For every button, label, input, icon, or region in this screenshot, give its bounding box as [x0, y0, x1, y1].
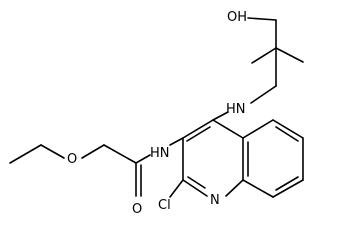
label-o-carbonyl: O — [132, 202, 142, 217]
bond-o-ch2 — [40, 144, 65, 159]
label-n-ring: N — [210, 193, 220, 208]
bond-ch2-o — [81, 144, 105, 159]
bond-c4-c3 — [182, 119, 214, 139]
bond-c4-c4a — [212, 119, 244, 139]
bond-benz-1 — [242, 119, 274, 139]
bond-nh-co — [135, 154, 151, 164]
label-oh: OH — [227, 10, 247, 25]
ethoxyacetamide-chain — [9, 137, 184, 197]
label-cl: Cl — [158, 198, 171, 213]
double-c2n — [187, 176, 206, 189]
bond-benz-5 — [242, 179, 274, 198]
label-o-ether: O — [67, 152, 77, 167]
hydroxy-side-chain — [212, 17, 304, 121]
quinoline-ring — [182, 119, 304, 198]
bond-c8a-n — [225, 179, 244, 197]
bond-oh — [247, 17, 277, 21]
double-c3c4 — [186, 126, 211, 142]
bond-benz-2 — [272, 119, 304, 139]
bond-co-ch2 — [103, 144, 137, 164]
double-benz-b — [275, 176, 299, 191]
bond-methyl-left — [251, 47, 277, 64]
label-nh-amine: HN — [226, 102, 246, 117]
bond-ethyl — [9, 144, 42, 164]
bond-nh-c4 — [212, 111, 229, 121]
label-nh-amide: HN — [150, 146, 170, 161]
bond-c2-n — [182, 179, 208, 197]
bond-c3-nh — [169, 137, 184, 146]
bond-benz-4 — [272, 179, 304, 198]
double-benz-a — [275, 126, 299, 142]
bond-methyl-right — [275, 47, 304, 63]
bond-c2-cl — [169, 179, 184, 198]
bond-ch2-nh — [250, 85, 277, 104]
